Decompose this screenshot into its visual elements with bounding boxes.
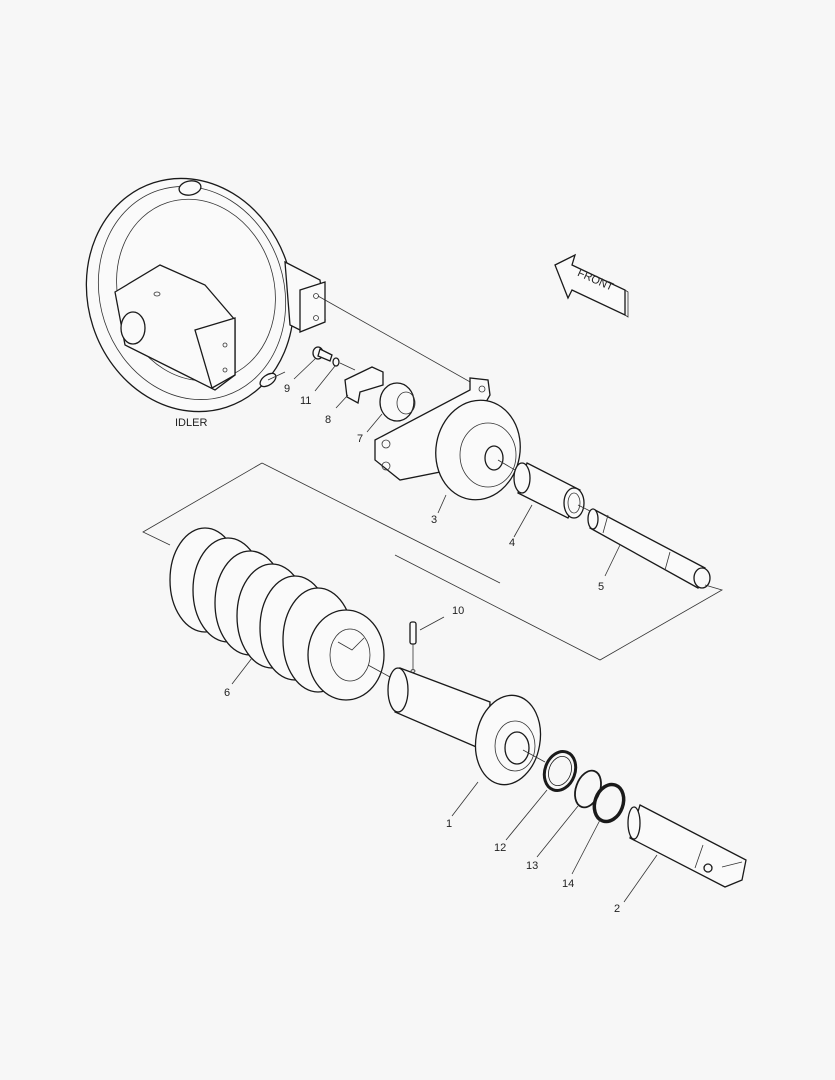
front-direction-arrow-icon: FRONT	[554, 253, 629, 318]
callout-12: 12	[494, 842, 506, 854]
bushing-part	[513, 462, 585, 519]
callout-2: 2	[614, 903, 620, 915]
washer-part	[332, 357, 340, 367]
callout-6: 6	[224, 687, 230, 699]
callout-5: 5	[598, 581, 604, 593]
callout-11: 11	[300, 395, 311, 407]
roll-pin-part	[409, 621, 417, 670]
callout-7: 7	[357, 433, 363, 445]
rod-end-part	[627, 804, 747, 888]
callout-9: 9	[284, 383, 290, 395]
pin-shaft-part	[587, 508, 711, 589]
idler-wheel	[85, 177, 326, 413]
bracket-plate-part	[344, 366, 384, 405]
seal-ring-part	[592, 782, 626, 824]
callout-3: 3	[431, 514, 437, 526]
callout-14: 14	[562, 878, 574, 890]
nut-part	[379, 382, 416, 422]
callout-10: 10	[452, 605, 464, 617]
cylinder-part	[387, 667, 542, 786]
seal-part	[542, 750, 578, 792]
idler-label: IDLER	[175, 417, 207, 429]
yoke-part	[374, 377, 521, 501]
spring-part	[169, 527, 385, 701]
callout-leaders	[231, 357, 658, 903]
callout-4: 4	[509, 537, 515, 549]
bolt-part	[312, 346, 333, 362]
callout-1: 1	[446, 818, 452, 830]
callout-13: 13	[526, 860, 538, 872]
callout-8: 8	[325, 414, 331, 426]
